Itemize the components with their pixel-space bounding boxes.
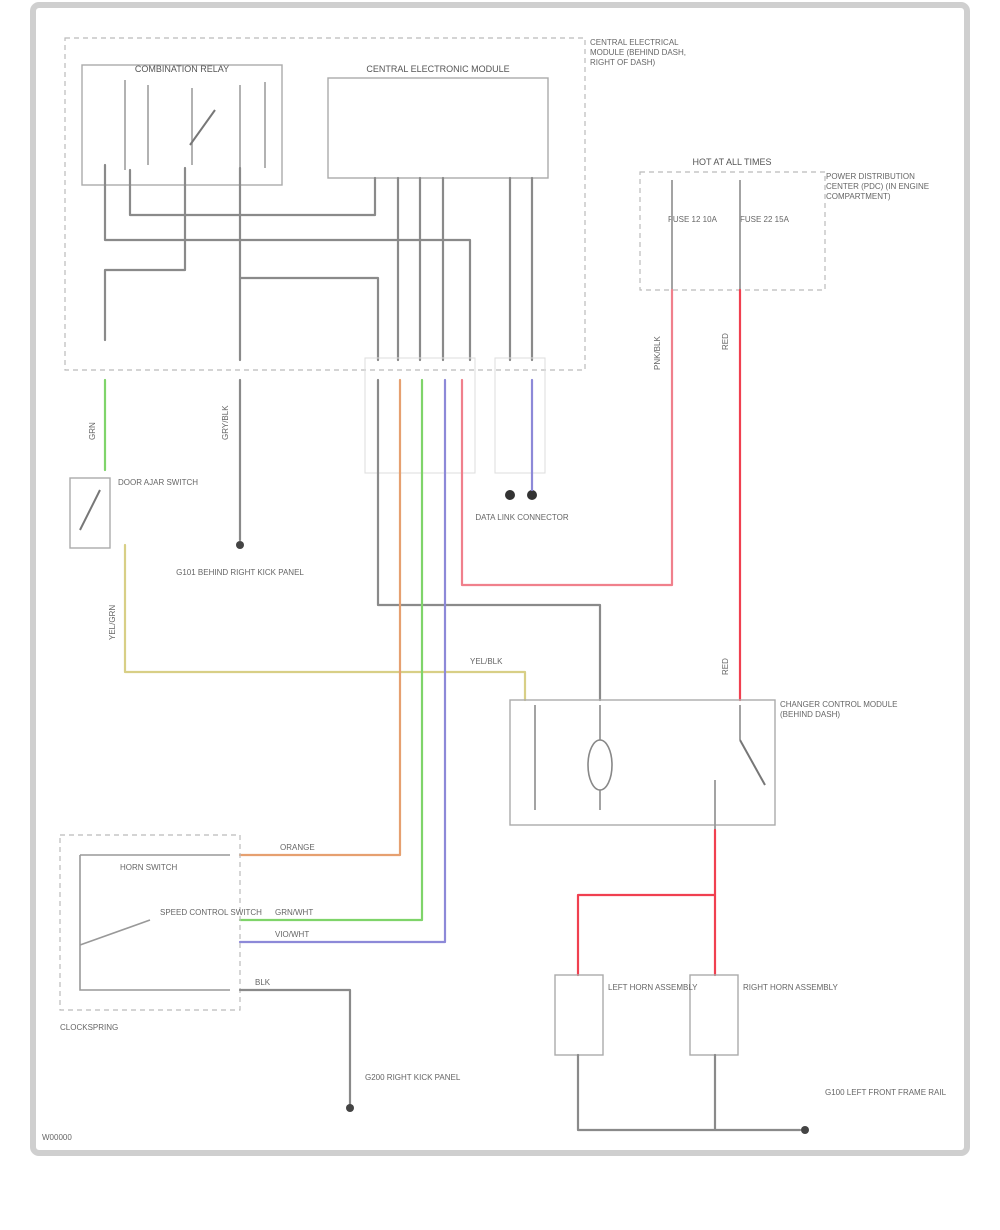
wire-gray-dlc (508, 176, 534, 362)
relay-coil (587, 739, 613, 791)
fuse-block-box (639, 171, 826, 291)
wire-violet-label: VIO/WHT (275, 930, 309, 939)
wire-black-label: BLK (255, 978, 271, 987)
door-ajar-switch-label: DOOR AJAR SWITCH (118, 478, 198, 487)
ground-left-label: G101 BEHIND RIGHT KICK PANEL (176, 568, 304, 577)
fuse-b-label: FUSE 22 15A (740, 215, 790, 224)
relay-internal-contacts (124, 80, 266, 170)
horn-left-label: LEFT HORN ASSEMBLY (608, 983, 698, 992)
wire-green-label: GRN (88, 422, 97, 440)
wire-ground-bottom (238, 988, 352, 1107)
changer-control-module-box (509, 699, 776, 826)
wire-red-label-2: RED (721, 658, 730, 675)
central-module-boundary (64, 37, 586, 371)
ground-left-dot (236, 541, 244, 549)
wire-gray-4 (128, 168, 377, 217)
wire-gray-relay (376, 378, 602, 702)
dlc-label: DATA LINK CONNECTOR (475, 513, 569, 522)
wire-gray-bundle (396, 176, 445, 362)
wire-gray-1 (103, 163, 472, 362)
relay-internal (534, 705, 741, 830)
central-electronic-module-box (327, 77, 549, 179)
ground-bottom-label: G200 RIGHT KICK PANEL (365, 1073, 461, 1082)
wire-violet (238, 378, 447, 944)
clockspring-internal (79, 854, 230, 991)
wire-green-2-label: GRN/WHT (275, 908, 313, 917)
fuse-block-title: HOT AT ALL TIMES (692, 157, 771, 167)
combination-relay-box (81, 64, 283, 186)
speed-control-label: SPEED CONTROL SWITCH (160, 908, 262, 917)
horn-switch-label: HORN SWITCH (120, 863, 178, 872)
combination-relay-title: COMBINATION RELAY (135, 64, 229, 74)
clockspring-box (59, 834, 241, 1011)
horn-left-box (554, 974, 604, 1056)
wire-gy-label: GRY/BLK (221, 405, 230, 440)
fuse-elements (671, 180, 741, 290)
wire-yellow (123, 543, 527, 702)
diagram-id: W00000 (42, 1133, 72, 1142)
wire-horn-ground (576, 1053, 802, 1132)
wire-red-label-1: RED (721, 333, 730, 350)
wire-yellow-label-2: YEL/BLK (470, 657, 503, 666)
central-module-title: CENTRAL ELECTRONIC MODULE (366, 64, 509, 74)
door-ajar-switch-arm (79, 489, 101, 531)
ground-bottom-dot (346, 1104, 354, 1112)
relay-switch-arm (189, 109, 216, 146)
wire-orange (238, 378, 402, 857)
dlc-pin-b (527, 490, 537, 500)
relay-label-wrap: CHANGER CONTROL MODULE (BEHIND DASH) (780, 700, 898, 719)
wire-pink-label: PNK/BLK (653, 336, 662, 370)
relay-switch-arm (739, 739, 766, 786)
wire-gray-5 (238, 276, 380, 362)
wire-green-2 (238, 378, 424, 922)
door-ajar-switch-box (69, 477, 111, 549)
ground-right-label: G100 LEFT FRONT FRAME RAIL (825, 1088, 947, 1097)
wire-pink (460, 288, 674, 587)
wire-orange-label: ORANGE (280, 843, 315, 852)
dlc-pin-a (505, 490, 515, 500)
horn-right-label: RIGHT HORN ASSEMBLY (743, 983, 839, 992)
wire-gray-2 (103, 166, 187, 342)
diagram-frame (30, 2, 970, 1156)
fuse-a-label: FUSE 12 10A (668, 215, 718, 224)
fuse-block-note: POWER DISTRIBUTION CENTER (PDC) (IN ENGI… (826, 172, 929, 201)
wire-red-horns (576, 828, 717, 977)
connector-pins-main (364, 357, 546, 474)
clockspring-label: CLOCKSPRING (60, 1023, 118, 1032)
central-module-note: CENTRAL ELECTRICAL MODULE (BEHIND DASH, … (590, 38, 686, 67)
wire-yellow-label: YEL/GRN (108, 605, 117, 640)
ground-right-dot (801, 1126, 809, 1134)
